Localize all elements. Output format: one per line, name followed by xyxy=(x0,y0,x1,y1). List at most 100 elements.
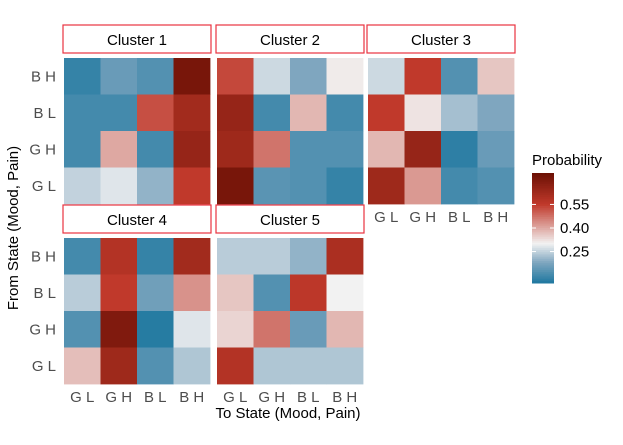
heatmap-cell xyxy=(217,131,254,168)
heatmap-cell xyxy=(404,94,442,132)
legend-gradient-segment xyxy=(532,229,554,233)
heatmap-cell xyxy=(64,347,101,385)
heatmap-cell xyxy=(253,311,291,348)
legend-gradient-segment xyxy=(532,195,554,198)
legend-gradient-segment xyxy=(532,264,554,267)
panel-strip xyxy=(215,204,365,234)
heatmap-cell xyxy=(173,167,211,205)
column-tick-label: G H xyxy=(105,389,132,406)
legend-gradient-segment xyxy=(532,279,554,282)
legend-gradient-segment xyxy=(532,242,554,245)
column-tick-label: B L xyxy=(448,209,471,226)
legend-gradient-segment xyxy=(532,185,554,189)
legend-gradient-segment xyxy=(532,213,554,216)
column-tick-label: B H xyxy=(179,389,204,406)
heatmap-cell xyxy=(137,167,174,205)
panel-strip xyxy=(366,24,516,54)
heatmap-cell xyxy=(326,58,364,95)
heatmap-cell xyxy=(326,94,364,132)
legend-gradient-segment xyxy=(532,184,554,187)
panel-strip xyxy=(62,24,212,54)
legend-gradient-segment xyxy=(532,200,554,203)
column-tick-label: B H xyxy=(483,209,508,226)
heatmap-cell xyxy=(326,274,364,312)
heatmap-cell xyxy=(290,167,327,205)
heatmap-cell xyxy=(217,238,254,275)
heatmap-cell xyxy=(217,347,254,385)
column-tick-label: B L xyxy=(144,389,167,406)
heatmap-cell xyxy=(368,131,405,168)
heatmap-cell xyxy=(217,311,254,348)
panel-title: Cluster 3 xyxy=(411,32,471,49)
heatmap-cell xyxy=(64,311,101,348)
panel-cluster-2: Cluster 2 xyxy=(215,24,365,205)
legend-gradient-segment xyxy=(532,182,554,185)
legend-gradient-segment xyxy=(532,239,554,242)
heatmap-cell xyxy=(173,94,211,132)
legend-gradient-segment xyxy=(532,253,554,256)
column-tick-label: B L xyxy=(297,389,320,406)
legend-gradient-segment xyxy=(532,204,554,207)
legend-gradient-segment xyxy=(532,248,554,251)
heatmap-cell xyxy=(217,167,254,205)
heatmap-cell xyxy=(290,311,327,348)
column-tick-label: G H xyxy=(409,209,436,226)
legend-gradient-segment xyxy=(532,270,554,273)
heatmap-cell xyxy=(64,238,101,275)
row-tick-label: G L xyxy=(32,358,56,375)
heatmap-cell xyxy=(326,131,364,168)
legend-gradient-segment xyxy=(532,259,554,262)
legend-gradient-segment xyxy=(532,277,554,280)
heatmap-cell xyxy=(173,131,211,168)
heatmap-cell xyxy=(368,167,405,205)
row-tick-label: G H xyxy=(29,141,56,158)
legend-gradient-segment xyxy=(532,235,554,238)
heatmap-cell xyxy=(253,94,291,132)
legend-gradient-segment xyxy=(532,180,554,183)
heatmap-cell xyxy=(137,131,174,168)
heatmap-cell xyxy=(253,347,291,385)
legend-gradient-segment xyxy=(532,198,554,201)
heatmap-cell xyxy=(326,167,364,205)
heatmap-cell xyxy=(173,347,211,385)
row-tick-label: B L xyxy=(33,285,56,302)
legend-gradient-segment xyxy=(532,209,554,212)
heatmap-cell xyxy=(137,274,174,312)
heatmap-cell xyxy=(290,274,327,312)
legend-gradient-segment xyxy=(532,262,554,266)
legend-gradient-segment xyxy=(532,218,554,222)
heatmap-cell xyxy=(64,94,101,132)
heatmap-cell xyxy=(100,167,138,205)
heatmap-cell xyxy=(217,94,254,132)
heatmap-cell xyxy=(290,238,327,275)
legend-gradient-segment xyxy=(532,189,554,192)
heatmap-cell xyxy=(173,274,211,312)
legend-gradient-segment xyxy=(532,215,554,218)
heatmap-cell xyxy=(137,311,174,348)
heatmap-cell xyxy=(217,274,254,312)
heatmap-cell xyxy=(253,167,291,205)
legend-gradient-segment xyxy=(532,222,554,225)
panel-title: Cluster 5 xyxy=(260,212,320,229)
legend-gradient-segment xyxy=(532,173,554,176)
column-tick-label: G H xyxy=(258,389,285,406)
legend-tick-label: 0.25 xyxy=(560,244,589,261)
heatmap-cell xyxy=(404,131,442,168)
heatmap-cell xyxy=(477,94,515,132)
panel-cluster-3: Cluster 3 xyxy=(366,24,516,205)
heatmap-cell xyxy=(326,347,364,385)
heatmap-cell xyxy=(137,58,174,95)
heatmap-cell xyxy=(100,131,138,168)
legend-gradient-segment xyxy=(532,272,554,275)
legend-tick-label: 0.55 xyxy=(560,196,589,213)
heatmap-cell xyxy=(137,347,174,385)
row-tick-label: B L xyxy=(33,105,56,122)
y-axis-title: From State (Mood, Pain) xyxy=(5,146,22,310)
legend-gradient-segment xyxy=(532,206,554,209)
heatmap-cell xyxy=(100,274,138,312)
legend-gradient-segment xyxy=(532,207,554,211)
legend-title: Probability xyxy=(532,152,603,169)
heatmap-cell xyxy=(290,131,327,168)
x-axis-title: To State (Mood, Pain) xyxy=(215,405,360,422)
